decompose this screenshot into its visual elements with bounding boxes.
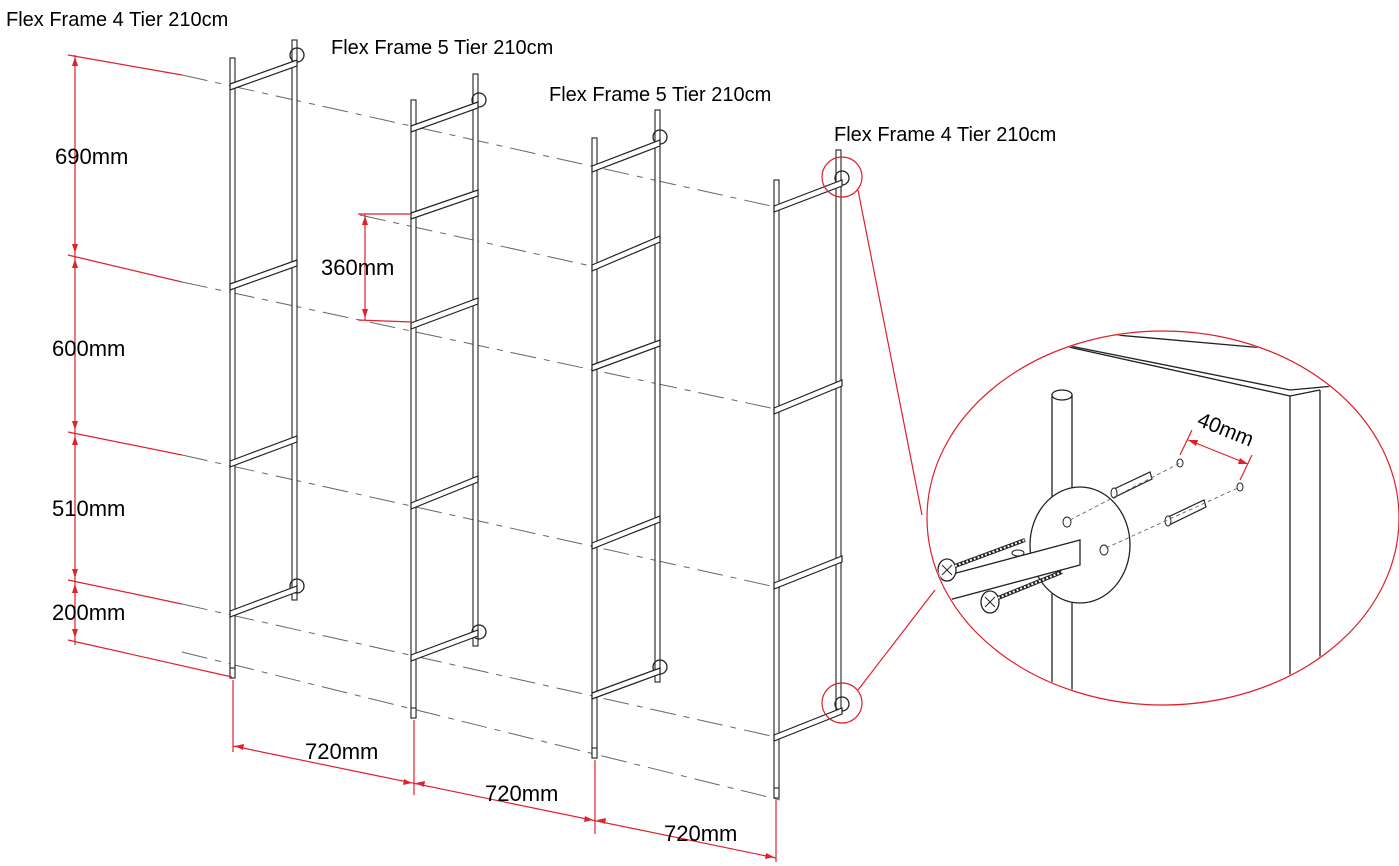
screw-icon <box>937 538 1026 582</box>
frame-2-label: Flex Frame 5 Tier 210cm <box>331 37 553 59</box>
detail-callout <box>821 156 1399 724</box>
frame-4-drawing <box>773 149 850 799</box>
dimension-720-first: 720mm <box>305 739 378 764</box>
wall-plug-icon <box>1164 499 1207 527</box>
wall-plug-icon <box>1110 471 1153 499</box>
dimension-690: 690mm <box>55 144 128 169</box>
screw-icon <box>980 570 1063 614</box>
frame-1-drawing <box>229 39 305 679</box>
wall-bracket-icon <box>471 92 487 108</box>
frame-1-label: Flex Frame 4 Tier 210cm <box>6 9 228 31</box>
frame-3-label: Flex Frame 5 Tier 210cm <box>549 84 771 106</box>
dimension-200: 200mm <box>52 600 125 625</box>
wall-bracket-icon <box>289 578 305 594</box>
frame-2-drawing <box>410 73 487 719</box>
dimension-720-third: 720mm <box>664 821 737 846</box>
frame-4-label: Flex Frame 4 Tier 210cm <box>834 124 1056 146</box>
dimension-360: 360mm <box>321 255 394 280</box>
vertical-dimension-chain <box>67 54 233 678</box>
frame-3-drawing <box>591 109 668 759</box>
dimension-600: 600mm <box>52 336 125 361</box>
perspective-centerlines <box>181 74 781 801</box>
shelf-spacing-dimension <box>357 213 413 323</box>
detail-view <box>929 332 1398 704</box>
dimension-40: 40mm <box>1194 408 1257 451</box>
dimension-720-second: 720mm <box>485 781 558 806</box>
horizontal-dimension-chain <box>232 680 777 862</box>
dimension-510: 510mm <box>52 496 125 521</box>
